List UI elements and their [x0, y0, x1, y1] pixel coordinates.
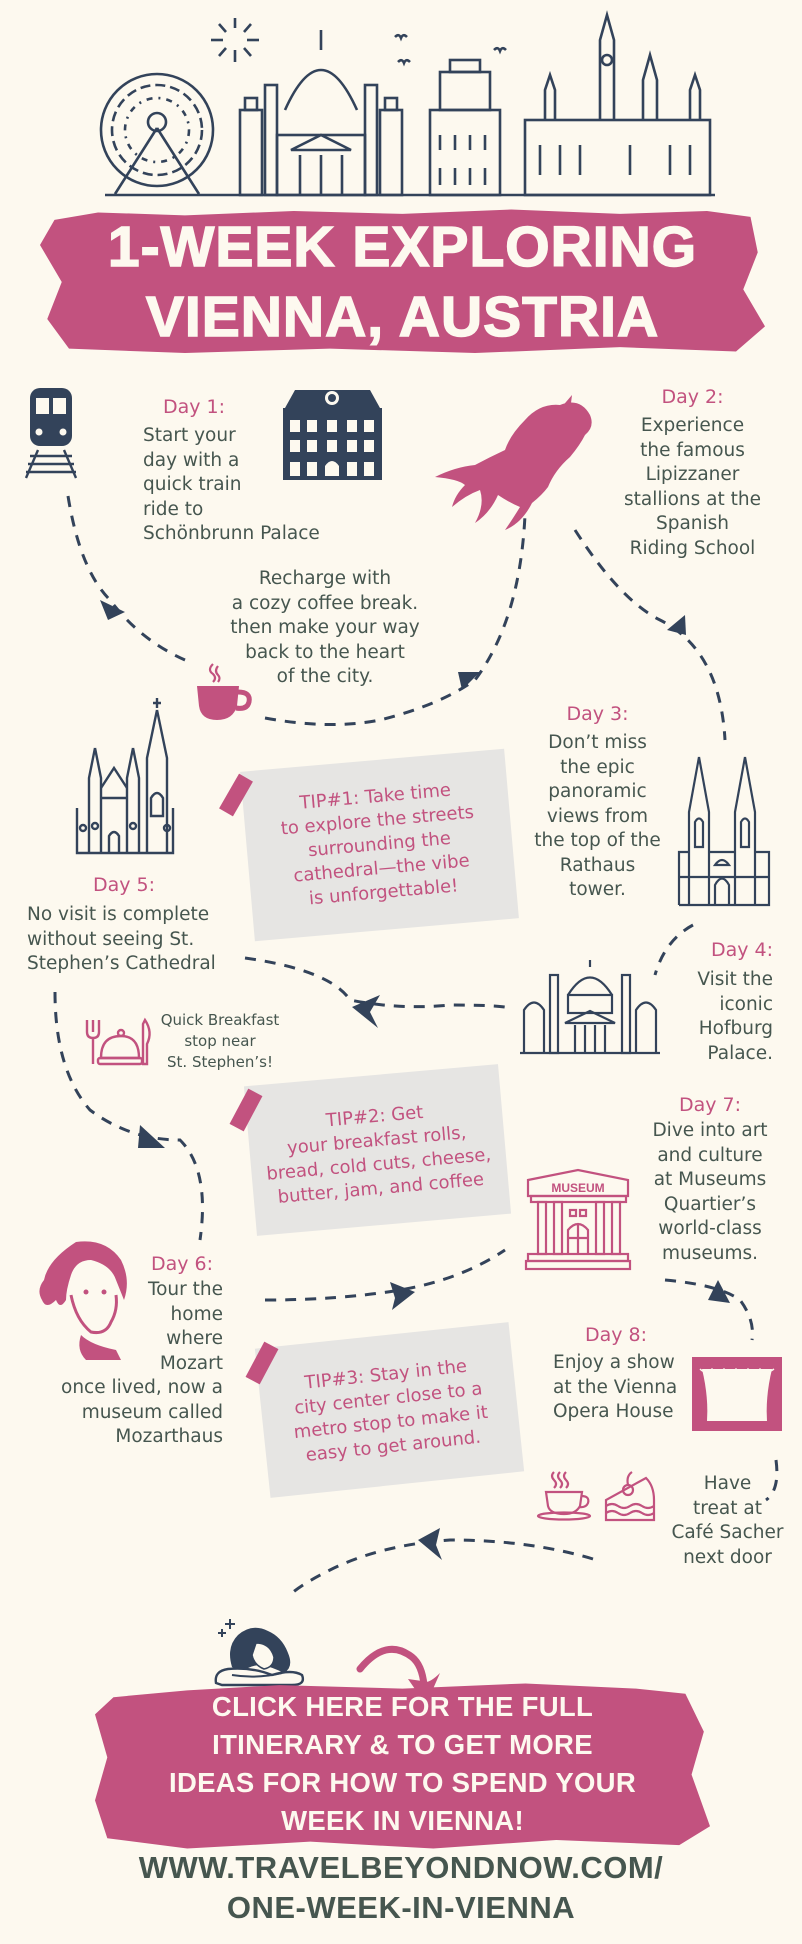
train-icon [24, 380, 79, 480]
stage-curtain-icon [692, 1357, 782, 1431]
palace-icon [280, 380, 385, 480]
vienna-skyline-icon [95, 10, 725, 200]
horse-icon [430, 395, 600, 535]
title-banner [40, 209, 765, 354]
arrow-left-icon [418, 1528, 442, 1560]
firework-icon [211, 18, 259, 62]
arrow-left-icon [352, 995, 380, 1028]
arrow-up-icon [458, 672, 480, 690]
cta-full-itinerary-link[interactable]: CLICK HERE FOR THE FULL ITINERARY & TO G… [169, 1691, 636, 1836]
day-8-label: Day 8: [585, 1324, 648, 1346]
arrow-right-icon [390, 1282, 415, 1310]
day-3-label: Day 3: [566, 703, 629, 725]
cta-banner[interactable] [95, 1683, 710, 1849]
arrow-down-icon [708, 1280, 730, 1303]
mozart-icon [36, 1240, 131, 1360]
arrow-down-icon [100, 600, 125, 620]
hofburg-icon [520, 955, 660, 1055]
arrow-down-icon [138, 1125, 165, 1148]
website-url-link[interactable]: WWW.TRAVELBEYONDNOW.COM/ ONE-WEEK-IN-VIE… [138, 1850, 664, 1925]
day-4-label: Day 4: [710, 939, 773, 961]
sleeping-person-icon [212, 1617, 307, 1687]
svg-text:MUSEUM: MUSEUM [551, 1181, 604, 1195]
day-6-label: Day 6: [150, 1253, 213, 1275]
arrow-down-icon [667, 615, 686, 635]
breakfast-cloche-icon [83, 1017, 155, 1066]
day-1-label: Day 1: [163, 396, 226, 418]
day-5-label: Day 5: [93, 874, 156, 896]
day-7-label: Day 7: [678, 1094, 742, 1116]
title-line-1: 1-WEEK EXPLORING [107, 214, 698, 280]
museum-icon: MUSEUM [524, 1168, 632, 1273]
page-title: 1-WEEK EXPLORING VIENNA, AUSTRIA [40, 212, 765, 352]
cathedral-icon [75, 698, 175, 858]
cake-icon [604, 1470, 656, 1522]
coffee-cup-icon [195, 662, 255, 722]
day-2-label: Day 2: [661, 386, 724, 408]
teacup-icon [536, 1470, 594, 1521]
rathaus-icon [677, 756, 772, 907]
title-line-2: VIENNA, AUSTRIA [145, 284, 660, 350]
